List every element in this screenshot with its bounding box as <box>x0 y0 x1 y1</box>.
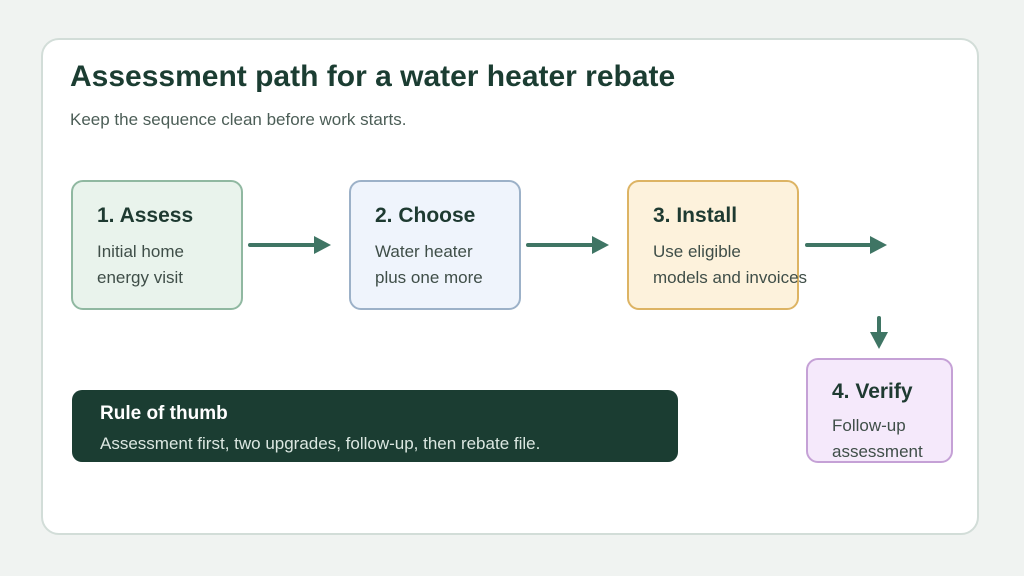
step-install-desc-line1: Use eligible <box>653 242 741 261</box>
step-install: 3. Install Use eligible models and invoi… <box>627 180 807 310</box>
page-title: Assessment path for a water heater rebat… <box>70 60 676 93</box>
step-choose-desc: Water heater plus one more <box>375 239 483 291</box>
step-choose: 2. Choose Water heater plus one more <box>349 180 521 310</box>
page-subtitle: Keep the sequence clean before work star… <box>70 110 407 129</box>
step-assess-desc-line2: energy visit <box>97 268 183 287</box>
rule-of-thumb-title: Rule of thumb <box>100 403 228 424</box>
arrow-choose-to-install <box>526 236 609 254</box>
rule-of-thumb-text: Assessment first, two upgrades, follow-u… <box>100 434 541 453</box>
step-assess-title: 1. Assess <box>97 204 194 227</box>
step-verify-title: 4. Verify <box>832 380 913 403</box>
rule-of-thumb-banner: Rule of thumb Assessment first, two upgr… <box>72 390 678 462</box>
arrow-assess-to-choose <box>248 236 331 254</box>
step-choose-title: 2. Choose <box>375 204 476 227</box>
step-assess-desc: Initial home energy visit <box>97 239 184 291</box>
step-verify-desc-line1: Follow-up <box>832 416 906 435</box>
step-assess: 1. Assess Initial home energy visit <box>71 180 243 310</box>
step-install-desc: Use eligible models and invoices <box>653 239 807 291</box>
step-choose-desc-line1: Water heater <box>375 242 473 261</box>
step-verify-desc-line2: assessment <box>832 442 923 461</box>
step-install-desc-line2: models and invoices <box>653 268 808 287</box>
step-verify: 4. Verify Follow-up assessment <box>806 358 953 463</box>
arrow-install-to-right <box>805 236 887 254</box>
step-install-title: 3. Install <box>653 204 738 227</box>
step-verify-desc: Follow-up assessment <box>832 413 923 465</box>
step-assess-desc-line1: Initial home <box>97 242 184 261</box>
step-choose-desc-line2: plus one more <box>375 268 483 287</box>
arrow-down-to-verify <box>870 316 888 349</box>
